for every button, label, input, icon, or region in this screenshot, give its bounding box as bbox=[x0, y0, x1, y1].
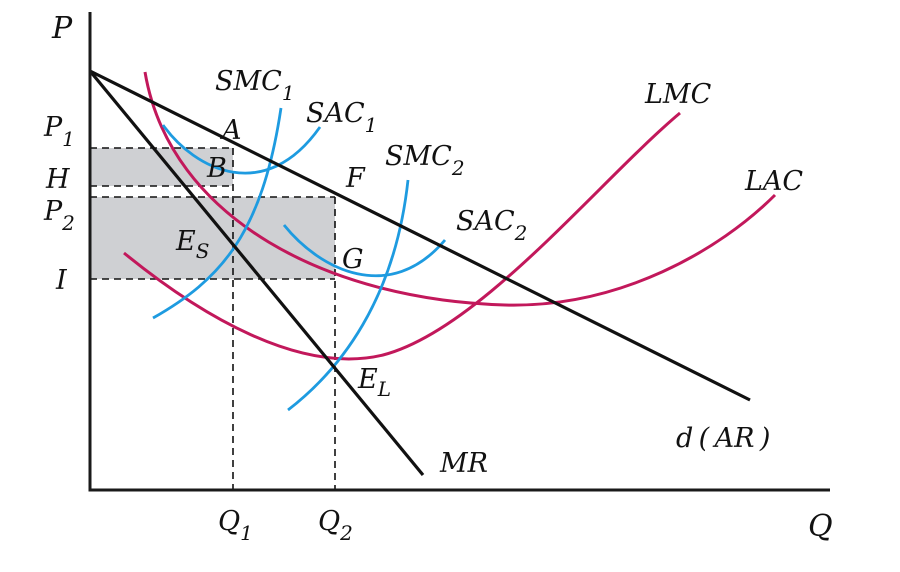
x-axis-label: Q bbox=[808, 509, 833, 544]
smc1-label: SMC1 bbox=[215, 66, 295, 105]
lac-label: LAC bbox=[744, 166, 803, 197]
lmc-curve bbox=[123, 111, 681, 361]
point-label-g: G bbox=[342, 244, 364, 275]
sac1-curve bbox=[161, 124, 322, 175]
quantity-label-q2: Q2 bbox=[318, 506, 353, 545]
demand-ar-label: d ( AR ) bbox=[676, 423, 770, 454]
point-label-b: B bbox=[206, 153, 227, 184]
lmc-label: LMC bbox=[644, 79, 712, 110]
y-axis-label: P bbox=[51, 11, 73, 46]
point-label-es: ES bbox=[175, 226, 209, 263]
price-label-h: H bbox=[45, 164, 70, 195]
price-label-p2: P2 bbox=[43, 196, 75, 235]
price-label-i: I bbox=[55, 265, 68, 296]
axes bbox=[88, 12, 830, 492]
quantity-label-q1: Q1 bbox=[218, 506, 253, 545]
mr-line bbox=[88, 69, 425, 477]
lac-curve bbox=[143, 71, 777, 307]
sac2-label: SAC2 bbox=[456, 206, 527, 245]
point-label-el: EL bbox=[357, 364, 391, 401]
sac2-curve bbox=[282, 224, 447, 278]
sac1-label: SAC1 bbox=[306, 98, 377, 137]
smc2-curve bbox=[287, 179, 410, 412]
mr-label: MR bbox=[439, 448, 488, 479]
profit-area-short-run bbox=[90, 148, 233, 186]
price-label-p1: P1 bbox=[43, 112, 75, 151]
profit-area-long-run bbox=[90, 197, 335, 279]
point-label-a: A bbox=[219, 115, 242, 146]
point-label-f: F bbox=[345, 163, 366, 194]
smc2-label: SMC2 bbox=[385, 141, 465, 180]
demand-ar-line bbox=[89, 69, 751, 402]
